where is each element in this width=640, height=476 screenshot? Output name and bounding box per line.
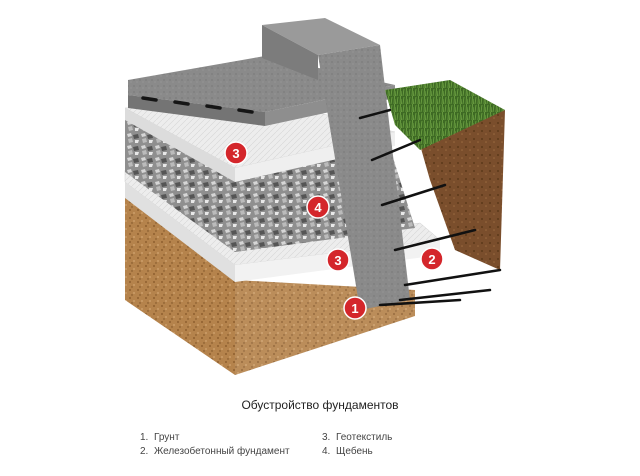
svg-text:1: 1 <box>351 301 358 316</box>
svg-text:2: 2 <box>428 252 435 267</box>
svg-text:3: 3 <box>232 146 239 161</box>
legend-item-3: 3.Геотекстиль <box>322 432 393 443</box>
concrete-slab-front <box>128 95 265 126</box>
geotextile-top-edge <box>125 108 235 182</box>
marker-gravel: 4 <box>306 195 330 219</box>
legend-item-2: 2.Железобетонный фундамент <box>140 446 290 457</box>
figure-caption: Обустройство фундаментов <box>241 398 399 412</box>
geotextile-bottom-edge <box>125 182 235 282</box>
svg-text:4: 4 <box>314 200 322 215</box>
gravel-front <box>125 118 235 252</box>
foundation-wall-top <box>262 18 380 55</box>
svg-text:3: 3 <box>334 253 341 268</box>
foundation-illustration: 3 4 3 2 1 <box>124 18 505 375</box>
grass <box>385 80 505 150</box>
marker-foundation: 2 <box>420 247 444 271</box>
marker-soil: 1 <box>343 296 367 320</box>
legend-item-4: 4.Щебень <box>322 446 373 457</box>
legend-item-1: 1.Грунт <box>140 432 180 443</box>
foundation-wall-side <box>262 25 318 80</box>
marker-geotextile-top: 3 <box>224 141 248 165</box>
soil-right <box>420 110 505 270</box>
rebar-ends <box>141 96 254 114</box>
soil-front <box>125 195 235 375</box>
marker-geotextile-bottom: 3 <box>326 248 350 272</box>
wall-rebars <box>358 108 502 307</box>
